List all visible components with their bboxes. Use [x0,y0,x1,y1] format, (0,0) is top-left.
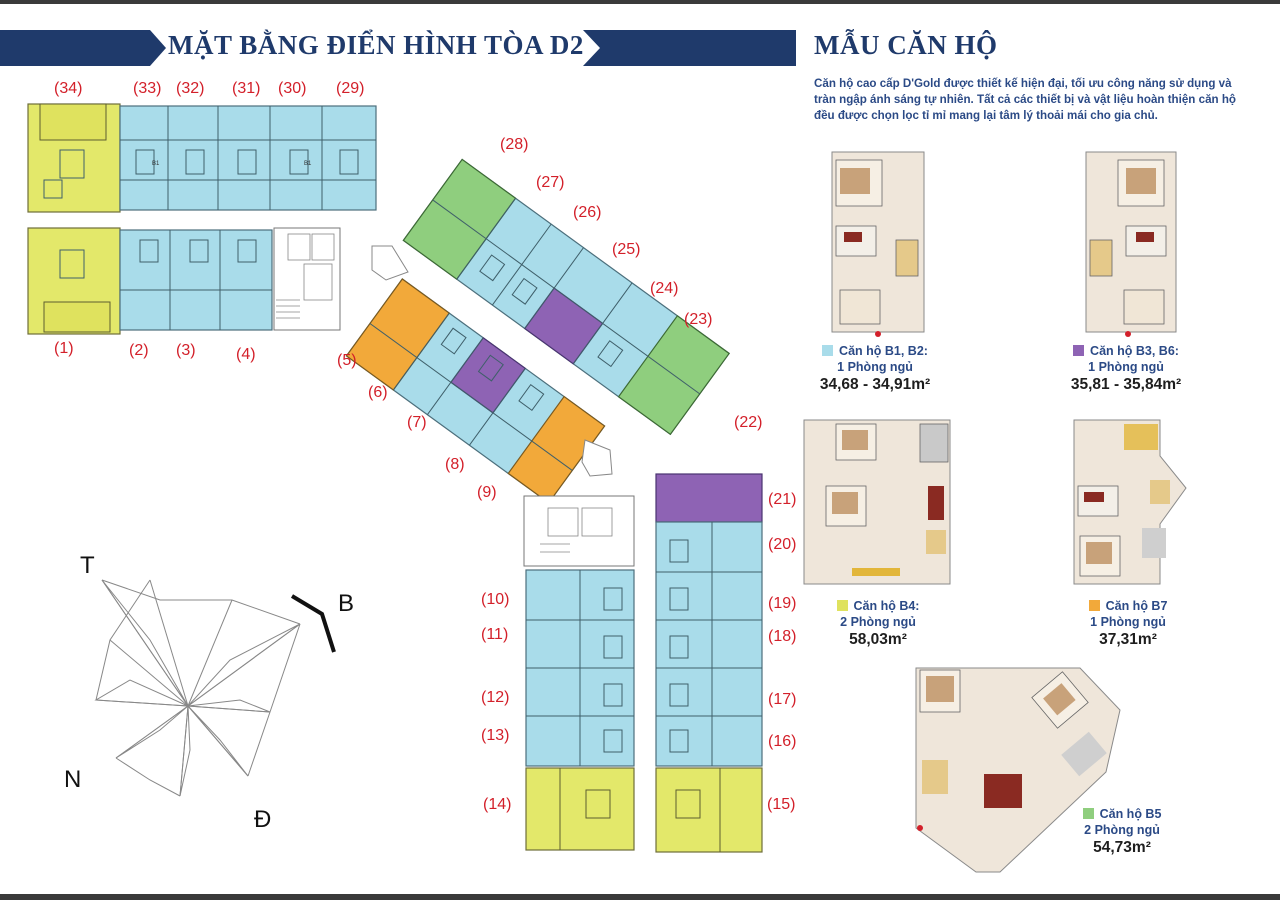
legend-swatch [836,600,848,611]
apartment-number-24: (24) [650,280,679,297]
apartment-number-25: (25) [612,241,641,258]
thumb-b3-b6 [1085,151,1177,337]
apartment-number-28: (28) [500,136,529,153]
apartment-number-31: (31) [232,80,261,97]
left-banner-bar [0,30,166,66]
thumb-b1-b2 [831,151,925,337]
apartment-number-33: (33) [133,80,162,97]
compass-east-label: B [338,590,355,617]
apartment-number-7: (7) [407,414,427,431]
compass-north-label: T [80,552,95,579]
legend-swatch [1073,345,1085,356]
apartment-number-4: (4) [236,346,256,363]
unit-caption-b4: Căn hộ B4: 2 Phòng ngủ 58,03m² [808,598,948,648]
apartment-number-26: (26) [573,204,602,221]
svg-text:B1: B1 [304,161,312,167]
wing-top-row-upper: B1 B1 [27,103,377,213]
apartment-number-6: (6) [368,384,388,401]
intro-paragraph: Căn hộ cao cấp D'Gold được thiết kế hiện… [814,77,1236,122]
legend-swatch [1088,600,1100,611]
apartment-number-2: (2) [129,342,149,359]
apartment-number-3: (3) [176,342,196,359]
bottom-frame-bar [0,894,1280,900]
apartment-number-11: (11) [481,626,509,643]
svg-text:B1: B1 [152,161,160,167]
unit-caption-b3-b6: Căn hộ B3, B6: 1 Phòng ngủ 35,81 - 35,84… [1070,344,1182,393]
unit-caption-b5: Căn hộ B5 2 Phòng ngủ 54,73m² [1082,807,1162,856]
legend-swatch [822,345,834,356]
compass-rose [94,579,301,797]
thumb-b5 [915,667,1121,873]
apartment-models-title: MẪU CĂN HỘ [814,30,998,60]
wing-diagonal-lower [345,278,606,504]
apartment-number-34: (34) [54,80,83,97]
apartment-number-20: (20) [768,536,797,553]
apartment-number-23: (23) [684,311,713,328]
unit-caption-b1-b2: Căn hộ B1, B2: 1 Phòng ngủ 34,68 - 34,91… [819,344,931,393]
top-frame-bar [0,0,1280,4]
wing-vertical-left [523,495,635,851]
apartment-number-19: (19) [768,595,797,612]
apartment-number-29: (29) [336,80,365,97]
apartment-number-18: (18) [768,628,797,645]
apartment-number-1: (1) [54,340,74,357]
compass-needle-icon [290,594,336,653]
apartment-number-27: (27) [536,174,565,191]
compass-south-label: Đ [254,806,272,833]
apartment-number-10: (10) [481,591,510,608]
apartment-number-12: (12) [481,689,510,706]
thumb-b4 [803,419,951,585]
unit-caption-b7: Căn hộ B7 1 Phòng ngủ 37,31m² [1088,599,1168,648]
apartment-number-14: (14) [483,796,512,813]
middle-banner-bar [583,30,796,66]
apartment-number-8: (8) [445,456,465,473]
apartment-number-17: (17) [768,691,797,708]
thumb-b7 [1073,419,1187,585]
apartment-number-9: (9) [477,484,497,501]
compass-west-label: N [64,766,82,793]
apartment-number-30: (30) [278,80,307,97]
wing-top-row-lower [27,227,341,335]
apartment-number-32: (32) [176,80,205,97]
apartment-number-16: (16) [768,733,797,750]
apartment-number-21: (21) [768,491,797,508]
apartment-number-22: (22) [734,414,763,431]
wing-vertical-right [655,473,763,853]
wing-diagonal-upper [402,158,730,436]
apartment-number-5: (5) [337,352,357,369]
legend-swatch [1082,808,1094,819]
apartment-number-15: (15) [767,796,796,813]
page-title: MẶT BẰNG ĐIỂN HÌNH TÒA D2 [168,30,584,60]
apartment-number-13: (13) [481,727,510,744]
